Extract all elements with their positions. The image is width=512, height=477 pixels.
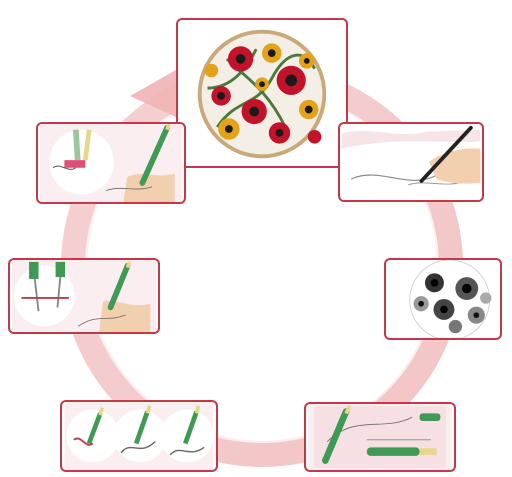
step-card-loop-detail[interactable] [36, 122, 186, 204]
loop-detail-icon [38, 124, 184, 202]
step-card-punch-sequence[interactable] [60, 400, 218, 472]
shaded-pattern-icon [386, 260, 500, 338]
step-card-thread-needle[interactable] [304, 402, 456, 472]
punch-needle-threading-icon [306, 404, 454, 470]
pen-drawing-icon [340, 124, 482, 200]
step-card-punch-fabric[interactable] [8, 258, 160, 334]
punch-steps-icon [62, 402, 216, 470]
embroidery-hoop-flowers-icon [178, 20, 346, 166]
step-card-draw-pattern[interactable] [338, 122, 484, 202]
step-card-shade-pattern[interactable] [384, 258, 502, 340]
punch-needle-hand-icon [10, 260, 158, 332]
step-card-finished-pattern[interactable] [176, 18, 348, 168]
